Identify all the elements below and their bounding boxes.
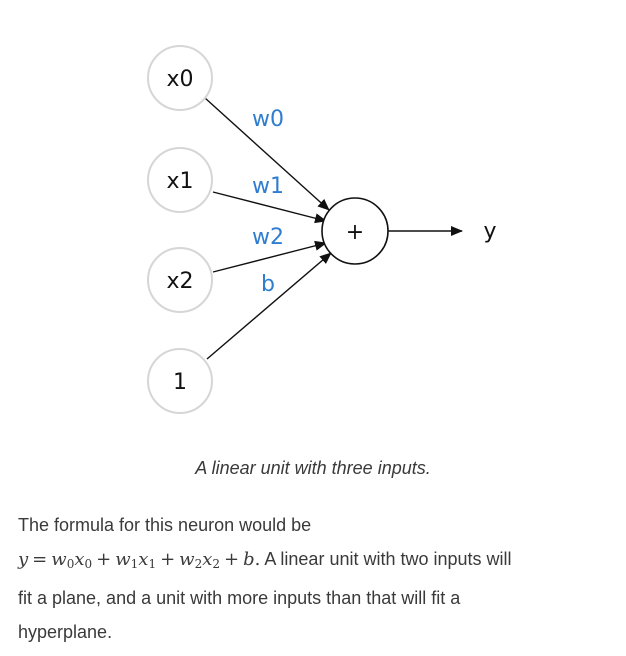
paragraph-line-2: y=w0x0+w1x1+w2x2+b. A linear unit with t… bbox=[18, 542, 618, 581]
input-node-label: x2 bbox=[166, 269, 193, 294]
formula-sub: 1 bbox=[130, 557, 139, 571]
edge-x2-to-sum bbox=[212, 240, 327, 273]
formula-x: x bbox=[74, 549, 85, 570]
formula-w: w bbox=[115, 549, 131, 570]
formula-x: x bbox=[138, 549, 149, 570]
formula-period: . bbox=[254, 549, 261, 570]
input-node-label: x1 bbox=[166, 169, 193, 194]
sum-node: + bbox=[321, 197, 389, 265]
formula-y: y bbox=[18, 549, 29, 570]
formula-x: x bbox=[202, 549, 213, 570]
edge-bias-to-sum bbox=[206, 252, 332, 360]
input-node-x1: x1 bbox=[147, 147, 213, 213]
formula-sub: 2 bbox=[212, 557, 221, 571]
edge-x1-to-sum bbox=[212, 191, 327, 224]
formula-plus: + bbox=[96, 549, 112, 570]
neuron-formula: y=w0x0+w1x1+w2x2+b. bbox=[18, 549, 261, 571]
input-node-bias: 1 bbox=[147, 348, 213, 414]
input-node-label: x0 bbox=[166, 67, 193, 92]
formula-sub: 1 bbox=[148, 557, 157, 571]
formula-sub: 2 bbox=[194, 557, 203, 571]
sum-node-label: + bbox=[346, 220, 364, 245]
formula-w: w bbox=[51, 549, 67, 570]
formula-plus: + bbox=[224, 549, 240, 570]
weight-label-w1: w1 bbox=[252, 174, 284, 199]
linear-unit-diagram: x0 x1 x2 1 w0 w1 w2 b + y bbox=[147, 45, 497, 414]
paragraph-line-2-text: A linear unit with two inputs will bbox=[260, 549, 512, 569]
formula-sub: 0 bbox=[66, 557, 75, 571]
input-node-label: 1 bbox=[173, 370, 187, 395]
formula-sub: 0 bbox=[84, 557, 93, 571]
input-node-x0: x0 bbox=[147, 45, 213, 111]
formula-w: w bbox=[179, 549, 195, 570]
paragraph-line-3: fit a plane, and a unit with more inputs… bbox=[18, 588, 461, 608]
weight-label-b: b bbox=[261, 272, 275, 297]
edge-x0-to-sum bbox=[204, 97, 330, 211]
paragraph-line-1: The formula for this neuron would be bbox=[18, 515, 312, 535]
output-label-y: y bbox=[483, 219, 496, 244]
weight-label-w0: w0 bbox=[252, 107, 284, 132]
input-node-x2: x2 bbox=[147, 247, 213, 313]
formula-equals: = bbox=[32, 549, 48, 570]
formula-plus: + bbox=[160, 549, 176, 570]
description-paragraph: The formula for this neuron would be y=w… bbox=[18, 508, 618, 649]
formula-b: b bbox=[243, 549, 255, 570]
figure-caption: A linear unit with three inputs. bbox=[195, 458, 431, 478]
paragraph-line-4: hyperplane. bbox=[18, 622, 113, 642]
weight-label-w2: w2 bbox=[252, 225, 284, 250]
